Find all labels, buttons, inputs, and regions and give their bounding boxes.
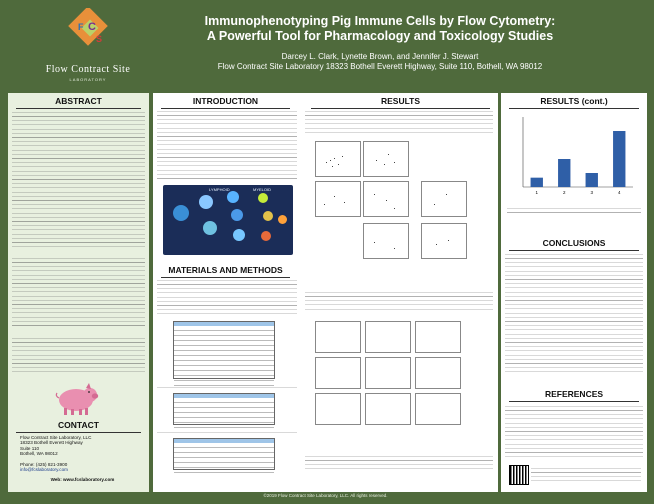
abstract-heading: ABSTRACT [55, 96, 102, 106]
middle-column: INTRODUCTION LYMPHOID MYELOID MATERIALS … [153, 93, 498, 492]
contact-email[interactable]: info@fcslaboratory.com [20, 467, 68, 473]
authors-block: Darcey L. Clark, Lynette Brown, and Jenn… [160, 52, 600, 72]
authors: Darcey L. Clark, Lynette Brown, and Jenn… [281, 52, 479, 61]
gating-figure-1 [311, 137, 491, 279]
left-column: ABSTRACT CONTACT Flow C [8, 93, 149, 492]
poster-title: Immunophenotyping Pig Immune Cells by Fl… [160, 14, 600, 44]
results-heading: RESULTS [380, 96, 421, 106]
right-column: RESULTS (cont.) 1 2 3 4 CONCLUSIONS REFEREN… [501, 93, 647, 492]
methods-body [157, 277, 297, 315]
fcs-logo: C F S Flow Contract Site LABORATORY [40, 6, 136, 86]
x-tick-label: 3 [590, 190, 593, 195]
x-tick-label: 1 [535, 190, 538, 195]
abstract-body-2 [12, 255, 145, 329]
logo-subtitle: LABORATORY [69, 77, 107, 82]
logo-name: Flow Contract Site [45, 64, 131, 75]
contact-line: Suite 110 [20, 445, 40, 451]
title-line-2: A Powerful Tool for Pharmacology and Tox… [206, 29, 554, 43]
methods-heading: MATERIALS AND METHODS [168, 265, 283, 275]
qr-caption [531, 465, 641, 481]
svg-text:S: S [96, 34, 102, 44]
contact-block: Flow Contract Site Laboratory, LLC 18323… [20, 435, 145, 483]
introduction-heading: INTRODUCTION [192, 96, 259, 106]
contact-web[interactable]: Web: www.fcslaboratory.com [50, 477, 115, 483]
t-cell-panel-table [173, 321, 275, 386]
bar-chart-svg: 1 2 3 4 [522, 117, 633, 195]
svg-text:C: C [88, 21, 96, 33]
references-body [505, 403, 643, 457]
x-tick-label: 2 [563, 190, 566, 195]
chart-bar [530, 177, 543, 187]
title-line-1: Immunophenotyping Pig Immune Cells by Fl… [204, 14, 556, 28]
contact-line: 18323 Bothell Everett Highway [20, 440, 83, 446]
contact-line: Flow Contract Site Laboratory, LLC [20, 435, 92, 440]
svg-text:F: F [78, 22, 84, 32]
results-body [305, 108, 493, 134]
references-heading: REFERENCES [544, 389, 604, 399]
contact-line: Bothell, WA 98012 [20, 451, 58, 457]
lymphocyte-lineage-figure: LYMPHOID MYELOID [163, 185, 293, 255]
gating-figure-2 [311, 317, 491, 447]
abstract-body [12, 109, 145, 249]
b-nk-panel-table [173, 393, 275, 428]
results-cont-heading: RESULTS (cont.) [540, 96, 608, 106]
fcs-logo-icon: C F S [68, 6, 108, 46]
methods-body-2 [157, 384, 297, 390]
contact-phone: Phone: (425) 821-3900 [20, 461, 68, 467]
copyright: ©2019 Flow Contract Site Laboratory, LLC… [263, 493, 388, 498]
contact-heading: CONTACT [58, 420, 99, 430]
chart-bar [613, 131, 626, 187]
monocyte-panel-table [173, 438, 275, 473]
conclusions-heading: CONCLUSIONS [542, 238, 606, 248]
chart-caption [507, 205, 641, 213]
qr-code[interactable] [509, 465, 529, 485]
introduction-body [157, 108, 297, 180]
affiliation: Flow Contract Site Laboratory 18323 Both… [217, 62, 543, 71]
methods-body-3 [157, 429, 297, 435]
conclusions-body [505, 251, 643, 373]
poster-header: C F S Flow Contract Site LABORATORY Immu… [0, 0, 654, 90]
results-caption [305, 453, 493, 473]
tcr-gd-bar-chart: 1 2 3 4 [509, 109, 639, 201]
results-body-2 [305, 289, 493, 313]
chart-bar [558, 159, 571, 187]
abstract-body-3 [12, 335, 145, 375]
x-tick-label: 4 [618, 190, 621, 195]
pig-icon [52, 382, 102, 415]
chart-bar [585, 173, 598, 187]
